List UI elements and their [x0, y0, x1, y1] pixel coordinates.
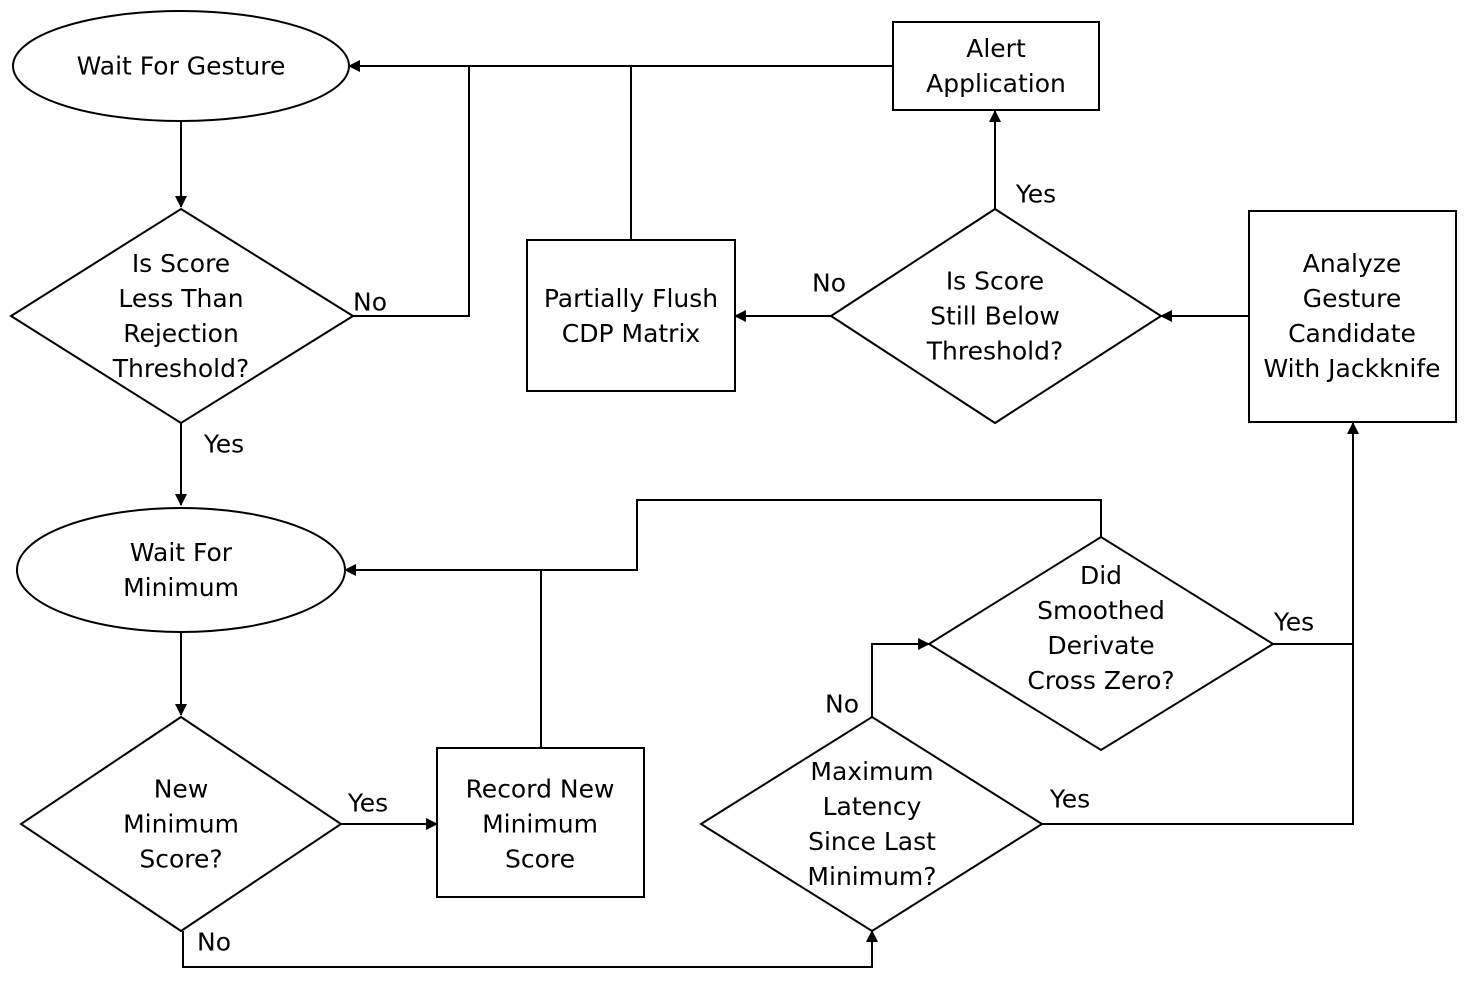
node-label-line: Analyze: [1303, 249, 1402, 278]
node-label-line: Smoothed: [1037, 596, 1165, 625]
label-still-below-yes: Yes: [1015, 180, 1056, 209]
label-rejection-no: No: [353, 288, 387, 317]
label-latency-no: No: [825, 690, 859, 719]
edge-new-minimum-no-to-latency-check: [182, 930, 878, 968]
node-label-line: Threshold?: [926, 337, 1063, 366]
node-label-line: Score: [505, 845, 575, 874]
node-label-line: Partially Flush: [544, 284, 718, 313]
node-label-line: Is Score: [132, 249, 230, 278]
node-wait-for-gesture: Wait For Gesture: [12, 10, 350, 122]
label-new-minimum-yes: Yes: [347, 789, 388, 818]
node-label-line: Did: [1080, 561, 1122, 590]
node-label-line: Rejection: [123, 319, 239, 348]
node-label-line: With Jackknife: [1263, 354, 1440, 383]
edge-rejection-no-to-wait-gesture: [348, 60, 470, 317]
edge-labels: No Yes Yes No Yes No Yes No Yes: [197, 180, 1314, 957]
label-still-below-no: No: [812, 269, 846, 298]
node-label-line: New: [154, 775, 209, 804]
node-label-line: Record New: [466, 775, 615, 804]
edge-latency-no-to-derivative-check: [871, 638, 930, 717]
node-label-line: Minimum: [123, 810, 239, 839]
edge-derivative-no-to-wait-minimum: [541, 499, 1102, 571]
node-label-line: Minimum: [123, 573, 239, 602]
node-label-line: Maximum: [810, 757, 933, 786]
label-rejection-yes: Yes: [203, 430, 244, 459]
connectors: [175, 60, 1359, 968]
edge-record-to-wait-minimum: [344, 564, 542, 748]
node-label-line: Wait For: [130, 538, 233, 567]
label-new-minimum-no: No: [197, 928, 231, 957]
node-label-line: Is Score: [946, 267, 1044, 296]
node-label-line: Minimum: [482, 810, 598, 839]
node-label-line: Since Last: [808, 827, 936, 856]
node-label-line: Candidate: [1288, 319, 1416, 348]
node-label-line: Application: [926, 69, 1066, 98]
node-label-line: Score?: [139, 845, 222, 874]
node-label-line: Still Below: [930, 302, 1060, 331]
node-label-line: Alert: [966, 34, 1026, 63]
label-derivative-yes: Yes: [1273, 608, 1314, 637]
node-label-line: Latency: [823, 792, 922, 821]
edge-latency-yes-to-analyze: [1042, 644, 1354, 825]
node-label: Wait For Gesture: [77, 52, 286, 81]
node-label-line: Threshold?: [112, 354, 249, 383]
node-label-line: CDP Matrix: [562, 319, 700, 348]
node-label-line: Cross Zero?: [1027, 666, 1174, 695]
node-label-line: Wait For Gesture: [77, 52, 286, 81]
node-label-line: Gesture: [1303, 284, 1402, 313]
node-label-line: Less Than: [118, 284, 243, 313]
node-label-line: Minimum?: [807, 862, 936, 891]
node-label-line: Derivate: [1047, 631, 1154, 660]
label-latency-yes: Yes: [1049, 785, 1090, 814]
